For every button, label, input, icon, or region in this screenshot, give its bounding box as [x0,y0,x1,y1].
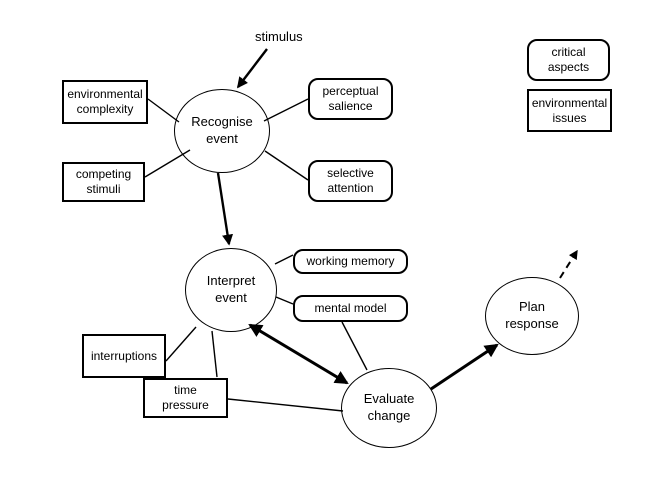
line-recognise-perceptual-salience [263,98,309,122]
time-pressure-line2: pressure [162,398,209,412]
recognise-event-node: Recognise event [174,89,270,173]
environmental-complexity-line2: complexity [76,102,134,116]
selective-attention-box: selective attention [308,160,393,202]
working-memory-label: working memory [306,254,395,269]
evaluate-change-label-line2: change [367,408,411,423]
perceptual-salience-line1: perceptual [322,84,379,99]
arrow-evaluate-to-plan [430,343,499,391]
time-pressure-box: time pressure [143,378,228,418]
legend-environmental-issues-line1: environmental [531,95,608,110]
line-interpret-interruptions [165,326,197,362]
environmental-complexity-box: environmental complexity [62,80,148,124]
recognise-event-label-line2: event [206,131,238,146]
competing-stimuli-line1: competing [75,167,132,182]
interpret-event-node: Interpret event [185,248,277,332]
mental-model-box: mental model [293,295,408,322]
interpret-event-label-line1: Interpret [206,273,256,289]
plan-response-node: Plan response [485,277,579,355]
perceptual-salience-line2: salience [328,99,373,113]
interruptions-box: interruptions [82,334,166,378]
evaluate-change-label-line1: Evaluate [363,391,415,407]
selective-attention-line2: attention [327,181,374,195]
arrow-interpret-evaluate-bidirectional [248,323,349,385]
line-interpret-mental-model [275,296,294,305]
environmental-complexity-line1: environmental [67,87,143,102]
selective-attention-line1: selective [327,166,374,181]
line-time-pressure-evaluate [227,398,344,412]
mental-model-label: mental model [314,301,387,316]
legend-environmental-issues-line2: issues [552,110,587,125]
arrow-stimulus-to-recognise [236,48,268,89]
stimulus-label: stimulus [255,29,303,44]
legend-critical-aspects-line1: critical [551,45,586,60]
line-recognise-selective-attention [264,150,309,181]
line-interpret-time-pressure [211,330,218,378]
plan-response-label-line1: Plan [518,299,546,315]
perceptual-salience-box: perceptual salience [308,78,393,120]
line-interpret-working-memory [274,254,294,265]
line-mental-model-evaluate [341,321,368,371]
plan-response-label-line2: response [505,316,559,331]
interpret-event-label-line2: event [215,290,247,305]
arrow-recognise-to-interpret [216,172,234,246]
line-environmental-complexity-recognise [147,98,180,123]
legend-environmental-issues: environmental issues [527,89,612,132]
evaluate-change-node: Evaluate change [341,368,437,448]
legend-critical-aspects-line2: aspects [547,60,590,74]
working-memory-box: working memory [293,249,408,274]
interruptions-label: interruptions [90,348,158,363]
time-pressure-line1: time [174,383,197,398]
competing-stimuli-box: competing stimuli [62,162,145,202]
arrow-plan-output-dashed [559,249,578,279]
competing-stimuli-line2: stimuli [86,182,121,196]
recognise-event-label-line1: Recognise [191,114,253,130]
legend-critical-aspects: critical aspects [527,39,610,81]
